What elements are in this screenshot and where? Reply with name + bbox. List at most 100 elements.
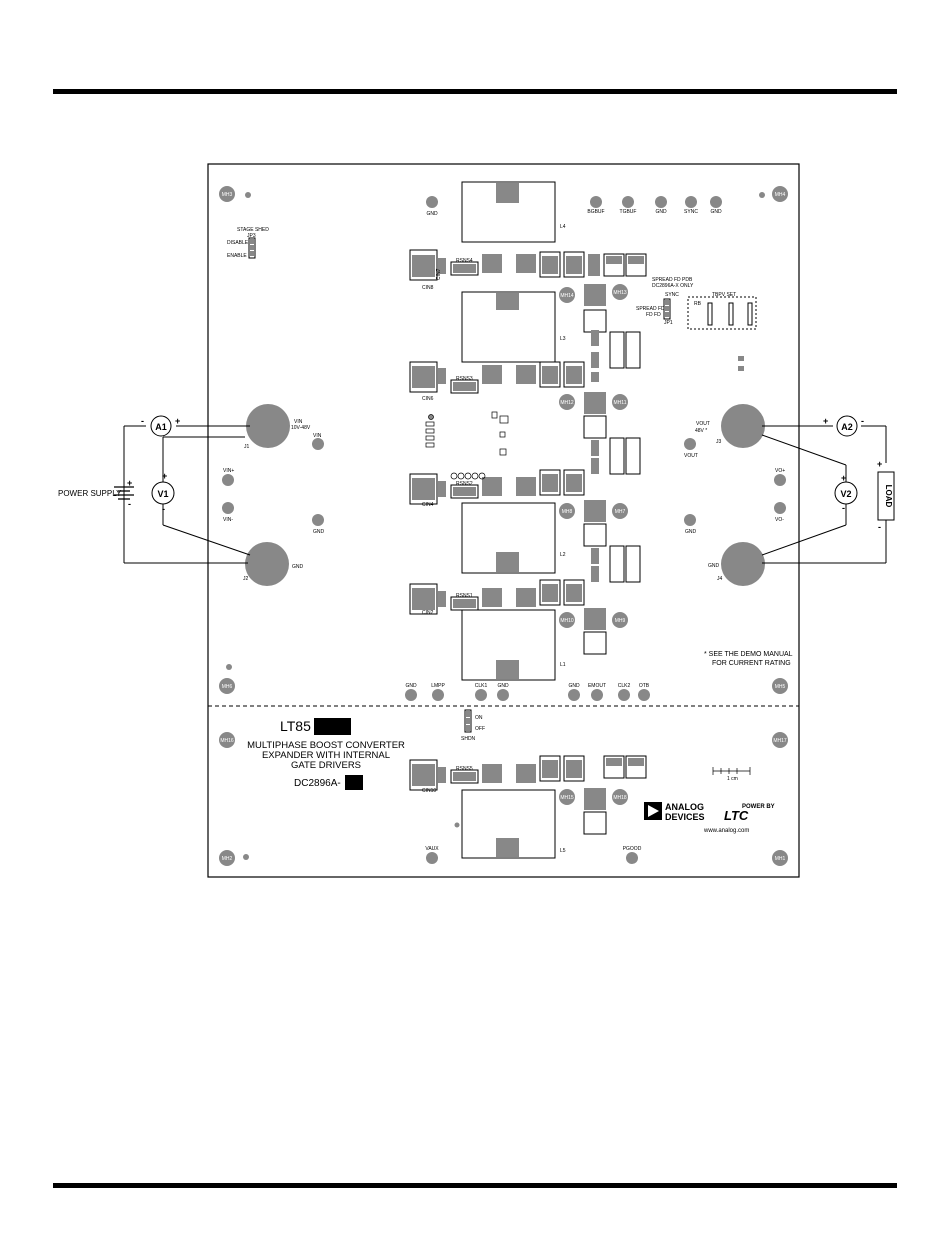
svg-text:+: +	[877, 459, 882, 469]
svg-text:CIN4: CIN4	[422, 502, 434, 508]
output-terminals: VOUT 48V * J3 VOUT VO+ VO- GND GND J4	[684, 404, 786, 586]
mount-dot	[759, 192, 765, 198]
mh-label: MH6	[222, 684, 233, 690]
svg-text:MH8: MH8	[562, 509, 573, 515]
svg-text:J1: J1	[244, 444, 250, 450]
svg-text:GND: GND	[292, 564, 304, 570]
svg-text:VIN-: VIN-	[223, 517, 233, 523]
controller-area	[425, 411, 509, 480]
svg-text:JP1: JP1	[664, 320, 673, 326]
adi-logo: ANALOG DEVICES	[644, 802, 705, 822]
output-wiring	[761, 425, 887, 564]
ltc-logo: POWER BY LTC	[724, 804, 775, 823]
svg-text:L1: L1	[560, 662, 566, 668]
svg-text:CIN7: CIN7	[436, 268, 442, 280]
svg-text:RB: RB	[694, 301, 702, 307]
svg-text:GND: GND	[497, 683, 509, 689]
svg-text:GND: GND	[710, 209, 722, 215]
voltmeter-v1: V1 + -	[151, 471, 175, 514]
svg-text:MH18: MH18	[613, 795, 627, 801]
svg-text:VAUX: VAUX	[425, 846, 439, 852]
svg-text:GND: GND	[568, 683, 580, 689]
svg-text:GND: GND	[685, 529, 697, 535]
mount-hole: MH2	[219, 850, 235, 866]
input-wiring	[123, 425, 251, 564]
svg-text:V2: V2	[840, 489, 851, 499]
small-part	[738, 356, 744, 361]
svg-text:ON: ON	[475, 715, 483, 721]
svg-text:MULTIPHASE BOOST CONVERTER: MULTIPHASE BOOST CONVERTER	[247, 740, 405, 751]
svg-text:SYNC: SYNC	[684, 209, 698, 215]
svg-text:DC2896A-: DC2896A-	[294, 778, 341, 789]
title-block: LT85 MULTIPHASE BOOST CONVERTER EXPANDER…	[247, 718, 405, 790]
svg-text:-: -	[878, 522, 881, 532]
svg-text:GND: GND	[426, 211, 438, 217]
voltmeter-v2: V2 + -	[834, 473, 858, 513]
mh-label: MH2	[222, 856, 233, 862]
svg-text:SYNC: SYNC	[665, 292, 679, 298]
svg-text:MH7: MH7	[615, 509, 626, 515]
svg-text:VOUT: VOUT	[684, 453, 698, 459]
power-supply-label: POWER SUPPLY	[58, 489, 122, 498]
svg-text:MH12: MH12	[560, 400, 574, 406]
svg-text:48V *: 48V *	[695, 428, 707, 434]
mh-label: MH5	[775, 684, 786, 690]
svg-text:EMOUT: EMOUT	[588, 683, 606, 689]
mount-hole: MH3	[219, 186, 235, 202]
phase-block-5: L5 RSNS5 CIN10	[409, 755, 647, 859]
mount-hole: MH4	[772, 186, 788, 202]
svg-text:RSNS1: RSNS1	[456, 593, 473, 599]
svg-text:V1: V1	[157, 489, 168, 499]
supply-plus: +	[127, 478, 132, 488]
svg-text:MH10: MH10	[560, 618, 574, 624]
footer-rule	[53, 1183, 897, 1188]
svg-text:J3: J3	[716, 439, 722, 445]
svg-text:L2: L2	[560, 552, 566, 558]
output-fet-column	[583, 284, 641, 835]
ammeter-a2: A2 + -	[823, 415, 864, 437]
svg-text:GND: GND	[655, 209, 667, 215]
svg-text:VOUT: VOUT	[696, 421, 710, 427]
svg-text:LMPP: LMPP	[431, 683, 445, 689]
svg-text:J2: J2	[243, 576, 249, 582]
svg-text:GATE DRIVERS: GATE DRIVERS	[291, 760, 361, 771]
svg-text:MH14: MH14	[560, 293, 574, 299]
j4-terminal	[721, 542, 765, 586]
svg-text:L5: L5	[560, 848, 566, 854]
sync-config: SPREAD FD PDB DC2896A-X ONLY SYNC SPREAD…	[636, 277, 757, 330]
svg-text:OFF: OFF	[475, 726, 485, 732]
svg-text:DC2896A-X ONLY: DC2896A-X ONLY	[652, 283, 694, 289]
j2-terminal	[245, 542, 289, 586]
svg-text:GND: GND	[405, 683, 417, 689]
svg-text:CIN8: CIN8	[422, 285, 434, 291]
website: www.analog.com	[703, 828, 749, 834]
part-number: LT85	[280, 718, 311, 734]
supply-minus: -	[128, 499, 131, 509]
svg-text:1 cm: 1 cm	[727, 776, 738, 782]
svg-text:+: +	[175, 416, 180, 426]
mount-hole: MH5	[772, 678, 788, 694]
part-suffix-box	[314, 718, 351, 735]
stage-shed-jumper: STAGE SHED JP3 DISABLE ENABLE	[227, 227, 269, 259]
rating-note: * SEE THE DEMO MANUAL FOR CURRENT RATING	[704, 651, 793, 667]
ammeter-a1: A1 - +	[141, 415, 180, 437]
small-dot	[454, 822, 460, 828]
svg-text:SPREAD FD PDB: SPREAD FD PDB	[652, 277, 693, 283]
svg-text:+: +	[841, 473, 846, 483]
svg-text:+: +	[162, 471, 167, 481]
svg-text:VIN: VIN	[294, 419, 303, 425]
svg-text:VIN: VIN	[313, 433, 322, 439]
svg-text:+: +	[823, 416, 828, 426]
shdn-switch: ON OFF SHDN	[461, 709, 485, 742]
svg-text:STAGE SHED: STAGE SHED	[237, 227, 269, 233]
svg-text:CIN10: CIN10	[422, 788, 436, 794]
svg-text:MH13: MH13	[613, 290, 627, 296]
svg-text:L4: L4	[560, 224, 566, 230]
svg-text:GND: GND	[313, 529, 325, 535]
phase-block-2: L2 RSNS2 CIN4	[409, 469, 585, 574]
mh-label: MH17	[773, 738, 787, 744]
svg-text:TBPV SET: TBPV SET	[712, 292, 736, 298]
j1-terminal	[246, 404, 290, 448]
svg-text:-: -	[162, 504, 165, 514]
